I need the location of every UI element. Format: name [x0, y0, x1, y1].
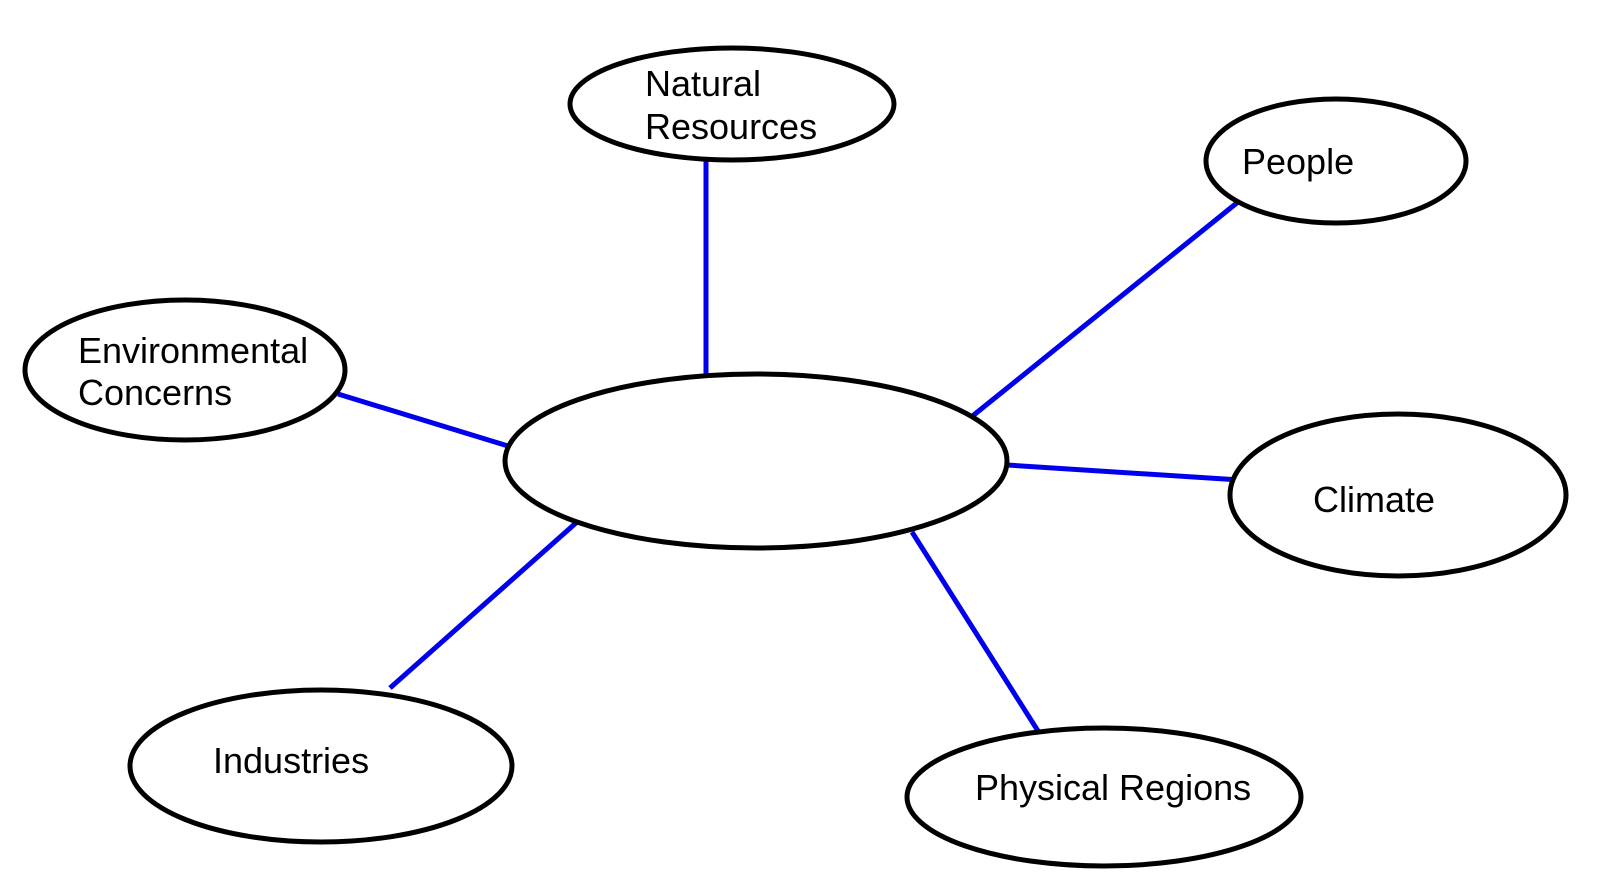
node-natural-resources-ellipse: [567, 45, 897, 163]
node-physical-regions-label: Physical Regions: [975, 767, 1251, 808]
node-people-label-line-1: People: [1242, 141, 1354, 182]
node-environmental-concerns-label: Environmental Concerns: [78, 330, 318, 413]
node-industries: Industries: [127, 687, 515, 845]
node-environmental-concerns-ellipse: [22, 297, 348, 443]
node-natural-resources: Natural Resources: [567, 45, 897, 163]
node-natural-resources-label-line-2: Resources: [645, 106, 817, 147]
node-climate-label-line-1: Climate: [1313, 479, 1435, 520]
node-people: People: [1203, 96, 1469, 226]
node-climate-label: Climate: [1313, 479, 1435, 520]
node-physical-regions-ellipse: [904, 725, 1304, 869]
node-environmental-concerns: Environmental Concerns: [22, 297, 348, 443]
connector-people: [968, 200, 1240, 420]
node-industries-label: Industries: [213, 740, 369, 781]
node-environmental-concerns-label-line-2: Concerns: [78, 372, 232, 413]
connector-climate: [1006, 462, 1241, 483]
connectors: [337, 157, 1241, 733]
node-industries-ellipse: [127, 687, 515, 845]
connector-industries: [388, 520, 579, 690]
center-node: [502, 371, 1010, 551]
node-people-ellipse: [1203, 96, 1469, 226]
center-node-ellipse: [502, 371, 1010, 551]
node-climate-ellipse: [1227, 411, 1569, 579]
node-climate: Climate: [1227, 411, 1569, 579]
node-industries-label-line-1: Industries: [213, 740, 369, 781]
connector-environmental-concerns: [337, 391, 509, 449]
node-environmental-concerns-label-line-1: Environmental: [78, 330, 308, 371]
node-physical-regions: Physical Regions: [904, 725, 1304, 869]
node-natural-resources-label-line-1: Natural: [645, 63, 761, 104]
node-physical-regions-label-line-1: Physical Regions: [975, 767, 1251, 808]
node-natural-resources-label: Natural Resources: [645, 63, 817, 147]
node-people-label: People: [1242, 141, 1354, 182]
connector-physical-regions: [909, 530, 1041, 733]
